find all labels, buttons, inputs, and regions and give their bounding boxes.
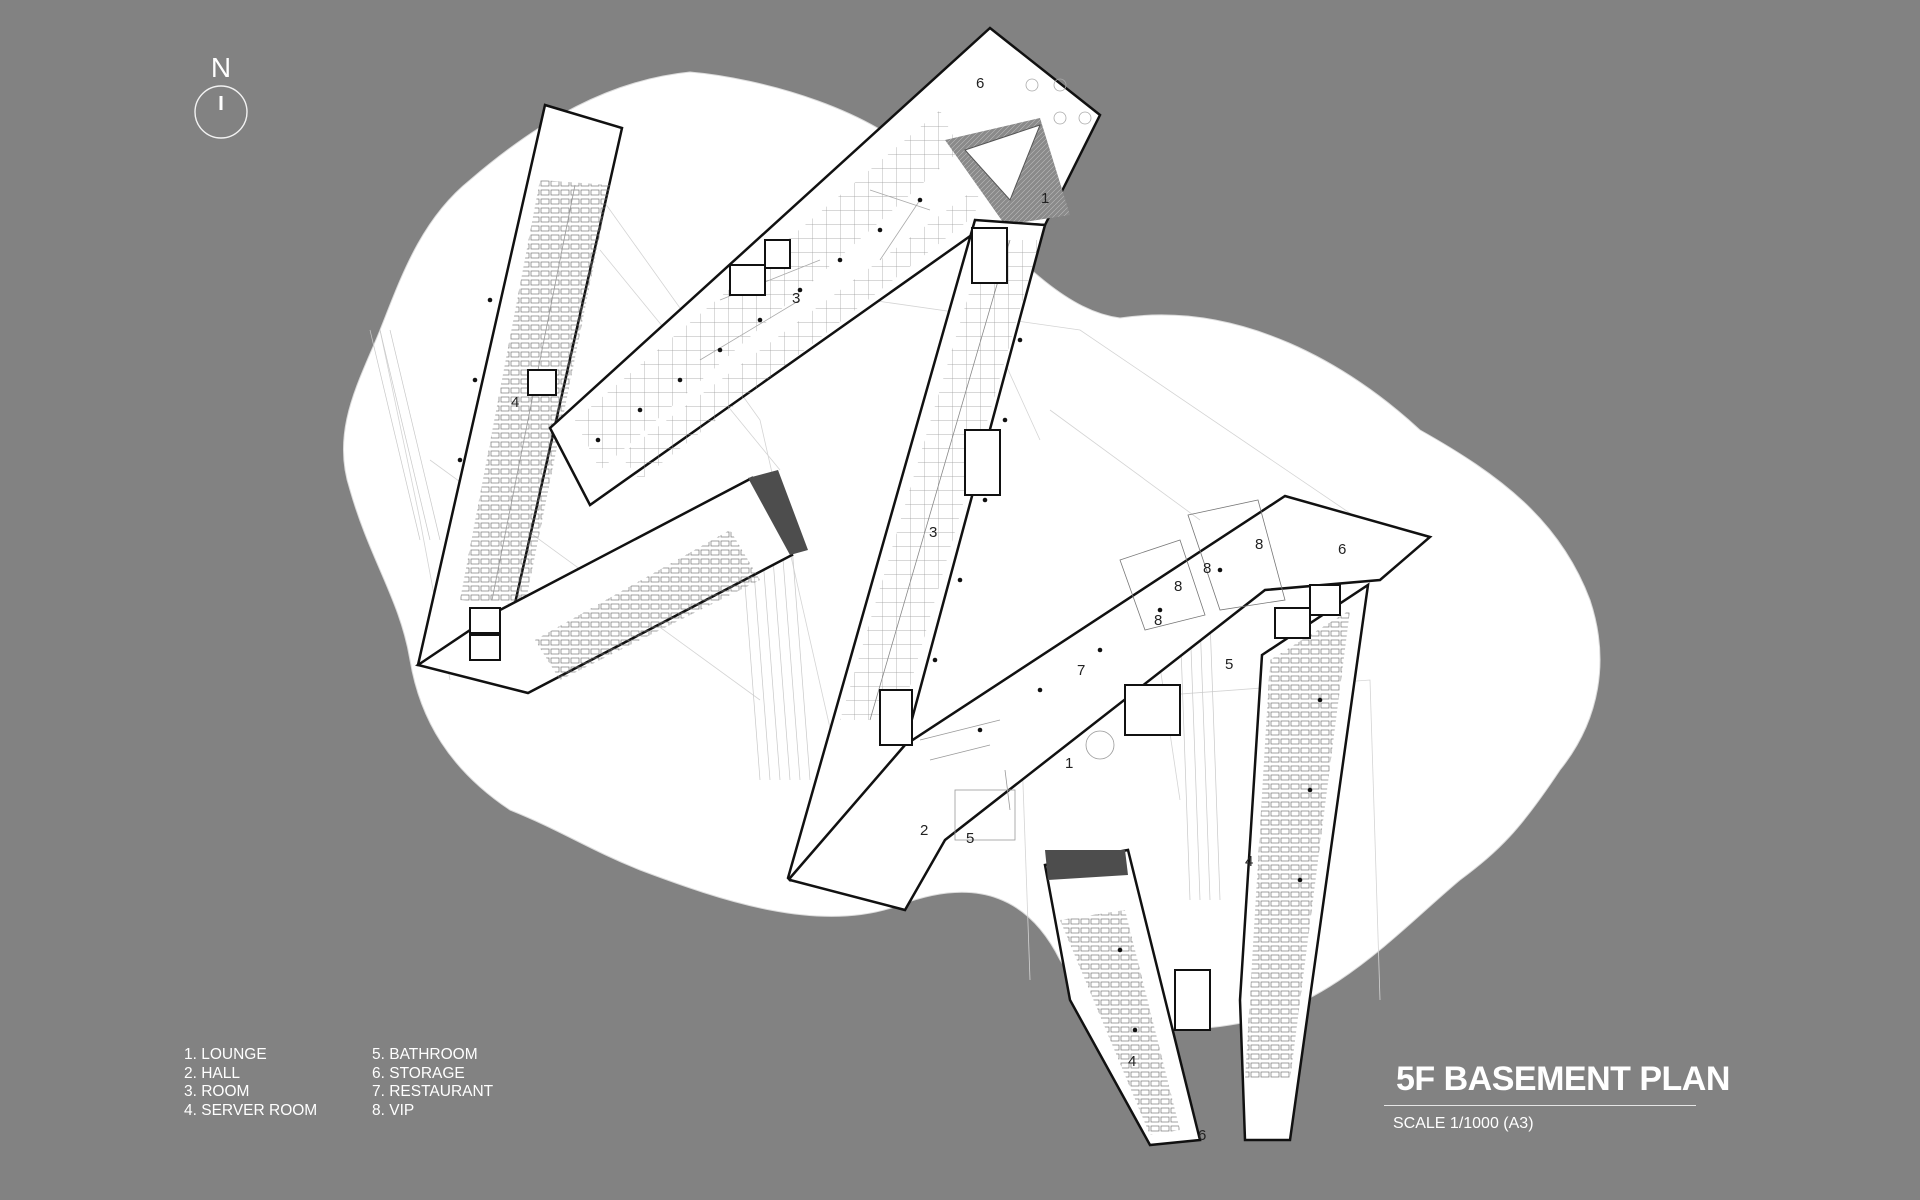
north-label: N xyxy=(210,52,232,83)
legend-item: 4. SERVER ROOM xyxy=(184,1101,318,1119)
legend-item: 3. ROOM xyxy=(184,1083,250,1100)
room-label: 4 xyxy=(1128,1053,1136,1070)
room-label: 8 xyxy=(1174,578,1182,595)
legend-column-right: 5. BATHROOM 6. STORAGE 7. RESTAURANT 8. … xyxy=(372,1046,493,1120)
wing-north-diagonal xyxy=(548,26,1102,507)
room-label: 1 xyxy=(1065,755,1073,772)
room-labels: 1 1 2 3 3 4 4 4 5 5 6 6 6 7 8 8 8 8 xyxy=(511,75,1346,1144)
wing-southwest xyxy=(414,470,808,695)
plan-title: 5F BASEMENT PLAN xyxy=(1396,1060,1730,1098)
title-divider xyxy=(1384,1105,1696,1106)
terrace-steps xyxy=(369,329,1221,901)
room-label: 3 xyxy=(792,290,800,307)
room-label: 8 xyxy=(1203,560,1211,577)
scale-note: SCALE 1/1000 (A3) xyxy=(1393,1115,1534,1132)
legend-item: 2. HALL xyxy=(184,1064,241,1082)
room-label: 5 xyxy=(1225,656,1233,673)
wing-south xyxy=(1043,848,1202,1147)
room-label: 8 xyxy=(1154,612,1162,629)
room-label: 2 xyxy=(920,822,928,839)
wing-southeast xyxy=(1238,582,1370,1142)
legend-item: 6. STORAGE xyxy=(372,1064,465,1082)
room-label: 6 xyxy=(1338,541,1346,558)
north-arrow-icon xyxy=(194,85,248,139)
room-label: 4 xyxy=(1245,853,1253,870)
room-label: 1 xyxy=(1041,190,1049,207)
legend-item: 8. VIP xyxy=(372,1101,415,1119)
structural-columns xyxy=(457,197,1323,1033)
room-label: 8 xyxy=(1255,536,1263,553)
room-label: 6 xyxy=(1198,1127,1206,1144)
room-label: 3 xyxy=(929,524,937,541)
room-label: 7 xyxy=(1077,662,1085,679)
room-label: 4 xyxy=(511,394,519,411)
legend-item: 1. LOUNGE xyxy=(184,1046,267,1063)
legend-column-left: 1. LOUNGE 2. HALL 3. ROOM 4. SERVER ROOM xyxy=(184,1046,317,1120)
legend-item: 5. BATHROOM xyxy=(372,1046,478,1063)
room-label: 5 xyxy=(966,830,974,847)
room-label: 6 xyxy=(976,75,984,92)
legend-item: 7. RESTAURANT xyxy=(372,1083,494,1100)
circulation-cores xyxy=(469,227,1341,1031)
